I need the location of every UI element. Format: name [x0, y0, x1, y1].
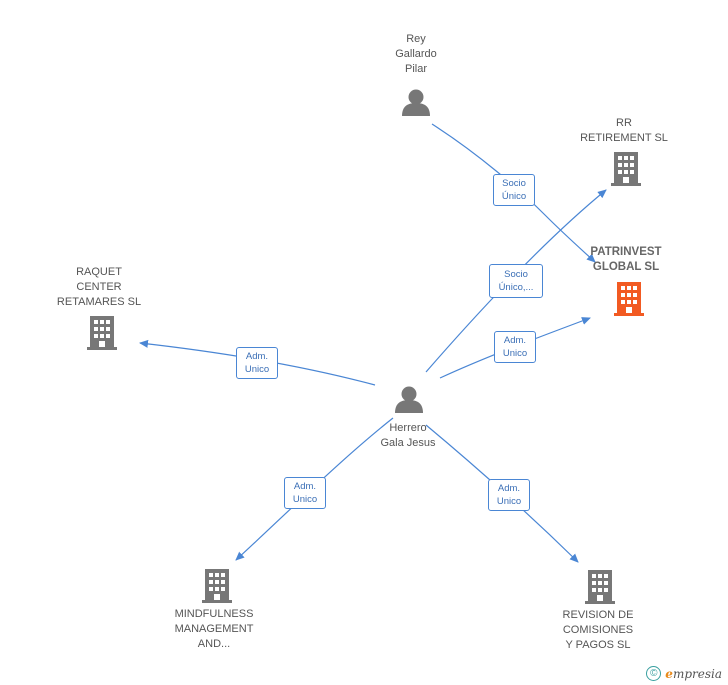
node-label-rey[interactable]: Rey Gallardo Pilar: [395, 33, 437, 75]
edge-label-herrero-rr[interactable]: Socio Único,...: [489, 264, 543, 298]
node-label-rr-retirement[interactable]: RR RETIREMENT SL: [580, 117, 668, 144]
person-icon[interactable]: [395, 386, 423, 414]
edge-label-herrero-mindfulness[interactable]: Adm. Unico: [284, 477, 326, 509]
node-label-mindfulness[interactable]: MINDFULNESS MANAGEMENT AND...: [174, 608, 254, 650]
building-icon[interactable]: [585, 570, 615, 604]
node-label-herrero[interactable]: Herrero Gala Jesus: [380, 422, 436, 449]
building-icon[interactable]: [202, 569, 232, 603]
brand-logo: empresia: [665, 666, 722, 681]
building-icon[interactable]: [611, 152, 641, 186]
building-icon[interactable]: [87, 316, 117, 350]
edge-label-herrero-patrinvest[interactable]: Adm. Unico: [494, 331, 536, 363]
copyright-icon: ©: [646, 666, 662, 681]
node-label-revision[interactable]: REVISION DE COMISIONES Y PAGOS SL: [562, 609, 634, 651]
person-icon[interactable]: [402, 89, 430, 117]
edge-label-rey-patrinvest[interactable]: Socio Único: [493, 174, 535, 206]
footer-brand: © empresia: [646, 666, 722, 681]
building-icon-highlight[interactable]: [614, 282, 644, 316]
edge-label-herrero-raquet[interactable]: Adm. Unico: [236, 347, 278, 379]
node-label-raquet[interactable]: RAQUET CENTER RETAMARES SL: [56, 266, 142, 308]
edge-rey-patrinvest: [431, 123, 596, 263]
node-label-patrinvest[interactable]: PATRINVEST GLOBAL SL: [590, 246, 662, 273]
edge-label-herrero-revision[interactable]: Adm. Unico: [488, 479, 530, 511]
